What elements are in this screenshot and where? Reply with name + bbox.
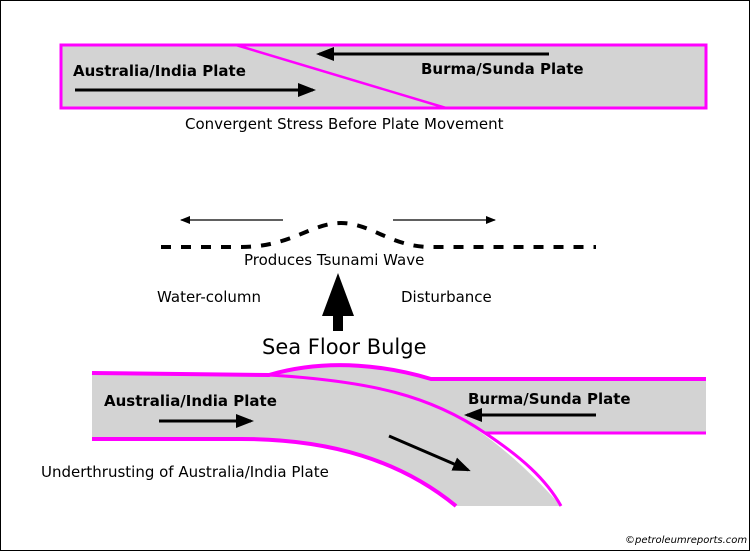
tsunami-wave (161, 216, 596, 249)
produces-tsunami-label: Produces Tsunami Wave (244, 251, 425, 269)
bottom-right-plate-label: Burma/Sunda Plate (468, 390, 631, 408)
burma-sunda-plate (269, 365, 706, 433)
top-right-plate-label: Burma/Sunda Plate (421, 60, 584, 78)
top-plates (59, 43, 708, 110)
bottom-caption: Underthrusting of Australia/India Plate (41, 463, 329, 481)
subduction-arrow (388, 434, 471, 472)
top-left-plate-label: Australia/India Plate (73, 62, 246, 80)
bottom-plates (91, 363, 706, 508)
australia-india-base-line (92, 437, 458, 508)
australia-india-plate (92, 373, 561, 506)
water-column-label: Water-column (157, 288, 262, 306)
top-caption: Convergent Stress Before Plate Movement (185, 115, 504, 133)
top-fault-line (235, 43, 447, 110)
wave-dashed-line (161, 220, 596, 249)
bottom-left-plate-label: Australia/India Plate (104, 392, 277, 410)
bulge-surface-line (91, 363, 706, 381)
disturbance-label: Disturbance (401, 288, 492, 306)
bulge-up-arrow (322, 273, 354, 331)
copyright-text: ©petroleumreports.com (625, 535, 748, 546)
upper-fault-line (268, 373, 563, 507)
sea-floor-bulge-label: Sea Floor Bulge (262, 335, 427, 359)
